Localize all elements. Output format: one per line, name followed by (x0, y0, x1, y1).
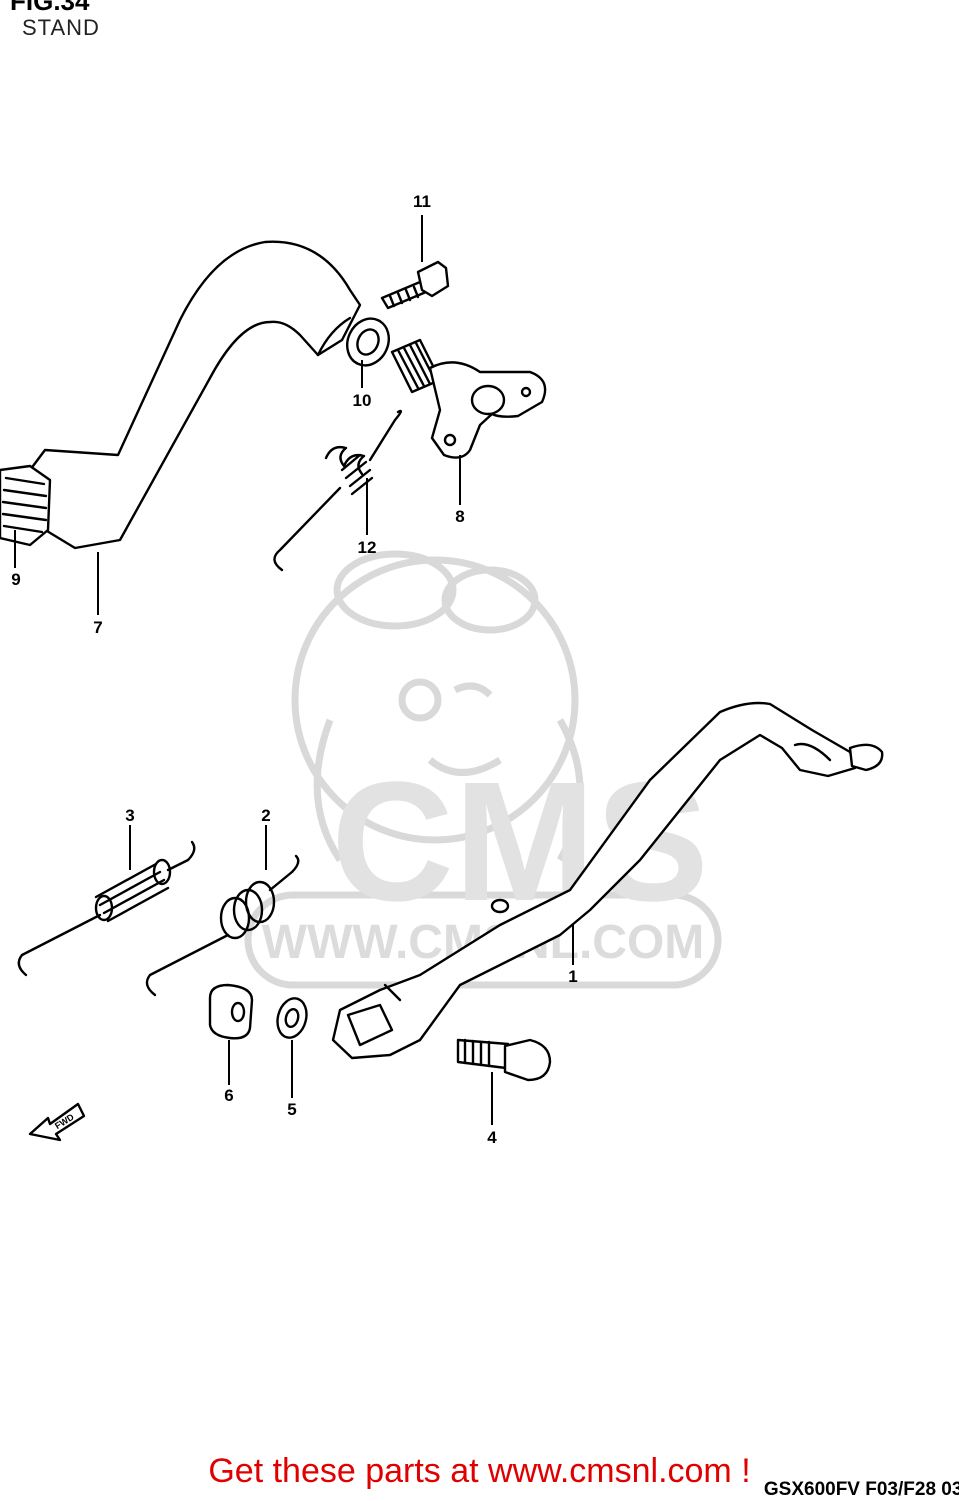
watermark-url-pill (244, 891, 722, 989)
callout-1: 1 (568, 967, 578, 986)
part-6-collar (208, 983, 254, 1040)
part-3-spring (17, 840, 196, 977)
callout-10: 10 (352, 391, 372, 410)
callout-2: 2 (261, 806, 271, 825)
callout-9: 9 (11, 570, 21, 589)
part-10-washer (346, 317, 390, 367)
figure-title: FIG.34 (10, 0, 90, 16)
part-11-bolt (380, 260, 450, 310)
part-1-stand (331, 701, 884, 1060)
part-9-rubber (0, 464, 52, 547)
callout-11: 11 (413, 192, 431, 211)
get-parts-link[interactable]: Get these parts at www.cmsnl.com ! (208, 1452, 751, 1490)
figure-subtitle: STAND (22, 15, 100, 40)
callout-5: 5 (287, 1100, 297, 1119)
part-4-bolt (456, 1038, 552, 1082)
fwd-arrow-icon: FWD (28, 1102, 86, 1142)
part-2-spring (145, 854, 300, 997)
callout-7: 7 (93, 618, 103, 637)
watermark-goggles (333, 550, 457, 630)
model-code: GSX600FV F03/F28 034 (763, 1479, 959, 1500)
callout-6: 6 (224, 1086, 234, 1105)
callout-8: 8 (455, 507, 465, 526)
part-7-stand-arm (28, 240, 362, 550)
watermark (244, 550, 722, 989)
part-5-washer (276, 997, 308, 1039)
leader-lines (14, 215, 574, 1125)
callout-12: 12 (357, 538, 377, 557)
callout-3: 3 (125, 806, 135, 825)
part-8-bracket (390, 338, 547, 459)
part-12-spring (273, 409, 403, 572)
callout-4: 4 (487, 1128, 497, 1147)
